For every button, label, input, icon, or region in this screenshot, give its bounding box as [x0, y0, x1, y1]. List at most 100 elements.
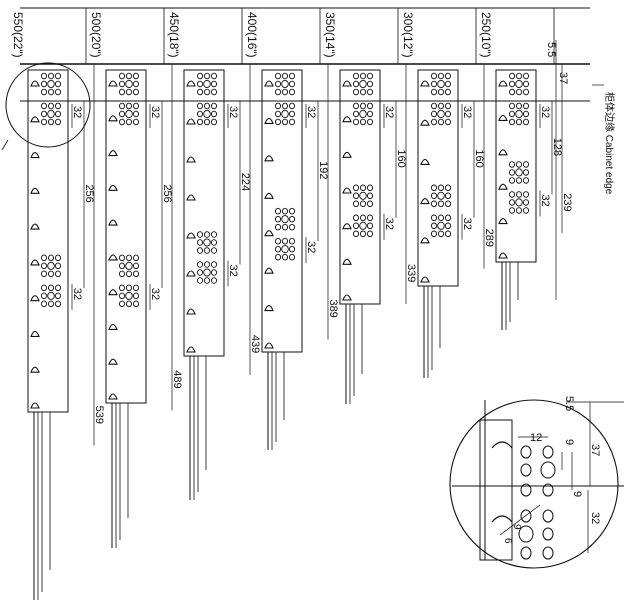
mount-hole-group [515, 198, 523, 207]
mount-hole-group [508, 161, 516, 168]
detail-hole [542, 483, 554, 497]
mount-hole-group [40, 284, 48, 292]
mount-hole-group [196, 80, 204, 88]
mount-hole-group [281, 109, 289, 119]
detail-hole [518, 525, 534, 543]
mount-hole-group [437, 200, 445, 208]
slide-hook [186, 308, 196, 315]
mount-hole-group [508, 191, 516, 198]
pitch-label: 32 [227, 265, 239, 277]
mount-hole-group [437, 109, 445, 119]
mount-hole-group [118, 110, 126, 118]
mount-hole-group [444, 184, 452, 192]
slide-hook [498, 80, 508, 87]
mount-hole-group [196, 247, 204, 254]
mount-hole-group [125, 102, 133, 110]
mount-hole-group [430, 88, 438, 96]
mount-hole-group [515, 161, 523, 168]
slide-hook [186, 270, 196, 277]
mount-hole-group [430, 200, 438, 208]
slide-hook [342, 258, 352, 265]
hole-spacing-label: 160 [395, 149, 407, 167]
slide-hook [420, 276, 430, 283]
mount-hole-group [515, 109, 523, 119]
mount-hole-group [352, 230, 360, 238]
magnifier-circle [5, 62, 91, 148]
mount-hole-group [54, 254, 62, 262]
mount-hole-group [359, 102, 367, 110]
mount-hole-group [444, 230, 452, 238]
mount-hole-group [288, 118, 296, 126]
mount-hole-group [437, 214, 445, 222]
mount-hole-group [196, 231, 204, 238]
mount-hole-group [437, 184, 445, 192]
mount-hole-group [54, 300, 62, 308]
mount-hole-group [522, 191, 530, 198]
mount-hole-group [359, 79, 367, 89]
mount-hole-group [430, 80, 438, 88]
mount-hole-group [281, 237, 289, 245]
slide-hook [186, 80, 196, 87]
mount-hole-group [203, 102, 211, 110]
mount-hole-group [288, 245, 296, 253]
mount-hole-group [54, 88, 62, 96]
mount-hole-group [47, 300, 55, 308]
mount-hole-group [352, 214, 360, 222]
mount-hole-group [352, 184, 360, 192]
pitch-label: 32 [149, 106, 161, 118]
slides-group: 550(22")3232256539500(20")3232256489450(… [11, 8, 573, 600]
mount-hole-group [522, 177, 530, 184]
mount-hole-group [274, 88, 282, 96]
mount-hole-group [40, 72, 48, 80]
mount-hole-group [203, 261, 211, 268]
detail-slide-body [479, 419, 513, 561]
slide-hook [108, 80, 118, 87]
mount-hole-group [118, 270, 126, 278]
mount-hole-group [210, 269, 218, 276]
first-hole-offset-label: 37 [557, 72, 569, 84]
slide-hook [342, 223, 352, 230]
mount-hole-group [125, 118, 133, 126]
mount-hole-group [359, 214, 367, 222]
mount-hole-group [430, 110, 438, 118]
slide-size-label: 350(14") [323, 12, 337, 58]
mount-hole-group [47, 254, 55, 262]
mount-hole-group [196, 102, 204, 110]
slide-body [339, 69, 381, 305]
mount-hole-group [132, 270, 140, 278]
mount-hole-group [522, 110, 530, 118]
mount-hole-group [203, 118, 211, 126]
mount-hole-group [515, 177, 523, 184]
mount-hole-group [281, 72, 289, 80]
slide-hook [30, 259, 40, 266]
pitch-label: 32 [71, 288, 83, 300]
mount-hole-group [54, 102, 62, 110]
mount-hole-group [444, 88, 452, 96]
mount-hole-group [352, 200, 360, 208]
detail-circle [449, 399, 619, 569]
detail-dim-9a-label: 9 [563, 439, 575, 445]
mount-hole-group [352, 118, 360, 126]
hole-spacing-label: 256 [83, 184, 95, 202]
mount-hole-group [281, 102, 289, 110]
mount-hole-group [522, 88, 530, 96]
mount-hole-group [118, 262, 126, 270]
mount-hole-group [125, 109, 133, 119]
mount-hole-group [508, 169, 516, 176]
slide-hook [264, 155, 274, 162]
mount-hole-group [515, 102, 523, 110]
detail-view: 5.5 12 9 9 37 32 6 9 [449, 396, 624, 569]
slide-body [183, 69, 225, 357]
mount-hole-group [444, 110, 452, 118]
slide-size-label: 250(10") [479, 12, 493, 58]
mount-hole-group [274, 207, 282, 215]
mount-hole-group [515, 168, 523, 177]
mount-hole-group [352, 102, 360, 110]
mount-hole-group [359, 191, 367, 200]
mount-hole-group [47, 109, 55, 119]
mount-hole-group [437, 191, 445, 200]
slide-hook [264, 80, 274, 87]
mount-hole-group [522, 72, 530, 80]
mount-hole-group [196, 269, 204, 276]
